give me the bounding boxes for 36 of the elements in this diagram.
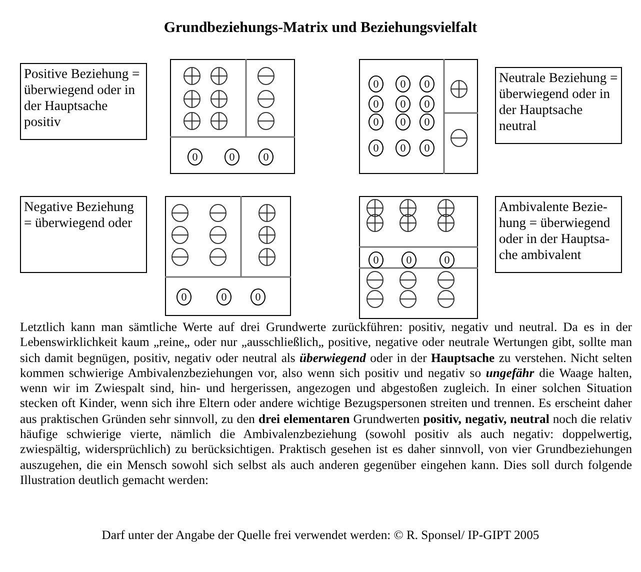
zero-symbol: 0 (420, 76, 434, 92)
matrix-box (359, 196, 478, 319)
text-box (20, 63, 147, 140)
description-text: Positive Beziehung = überwiegend oder in der Hauptsache positiv (24, 66, 141, 130)
zero-symbol: 0 (176, 288, 192, 306)
zero-symbol: 0 (440, 252, 454, 268)
zero-symbol: 0 (368, 114, 384, 130)
zero-symbol: 0 (396, 76, 410, 92)
zero-symbol: 0 (368, 96, 384, 112)
zero-symbol: 0 (224, 148, 240, 166)
zero-symbol: 0 (368, 76, 384, 92)
text-box (20, 196, 147, 273)
paragraph: Letztlich kann man sämtliche Werte auf drei Grundwerte zurückführen: positiv, negativ und neutral. Da es in der Lebenswirklichkeit kaum „reine„ oder nur „ausschließlich„ positive, negative oder neutrale Wertungen gibt, sollte man sich damit begnügen, positiv, negativ oder neutral als überwiegend oder in der Hauptsache zu verstehen. Nicht selten kommen schwierige Ambivalenzbeziehungen vor, also wenn sich positiv und negativ so ungefähr die Waage halten, wenn wir im Zwiespalt sind, hin- und hergerissen, angezogen und abgestoßen zugleich. In einer solchen Situation stecken oft Kinder, wenn sich ihre Eltern oder andere wichtige Bezugspersonen streiten und trennen. Es erscheint daher aus praktischen Gründen sehr sinnvoll, zu den drei elementaren Grundwerten positiv, negativ, neutral noch die relativ häufige schwierige vierte, nämlich die Ambivalenzbeziehung (sowohl positiv als auch negativ: doppelwertig, zwiespältig, widersprüchlich) zu berücksichtigen. Praktisch gesehen ist es daher sinnvoll, von vier Grundbeziehungen auszugehen, die ein Mensch sowohl sich selbst als auch anderen gegenüber eingehen kann. Dies soll durch folgende Illustration deutlich gemacht werden: (20, 320, 632, 488)
zero-symbol: 0 (396, 114, 410, 130)
zero-symbol: 0 (396, 140, 410, 156)
zero-symbol: 0 (188, 148, 202, 166)
zero-symbol: 0 (396, 96, 410, 112)
text-box (495, 196, 622, 273)
description-text: Ambivalente Bezie- hung = überwiegend oder in der Hauptsa- che ambivalent (499, 199, 612, 263)
title: Grundbeziehungs-Matrix und Beziehungsvielfalt (162, 20, 478, 37)
zero-symbol: 0 (420, 114, 434, 130)
description-text: Neutrale Beziehung = überwiegend oder in der Hauptsache neutral (499, 70, 618, 134)
matrix-box (359, 59, 478, 174)
text-box (495, 67, 622, 144)
zero-symbol: 0 (250, 288, 266, 306)
zero-symbol: 0 (258, 148, 274, 166)
matrix-box (165, 196, 291, 316)
zero-symbol: 0 (402, 252, 416, 268)
zero-symbol: 0 (420, 96, 434, 112)
zero-symbol: 0 (216, 288, 232, 306)
description-text: Negative Beziehung = überwiegend oder (24, 199, 135, 231)
zero-symbol: 0 (420, 140, 434, 156)
zero-symbol: 0 (368, 140, 384, 156)
matrix-box (170, 59, 295, 174)
caption: Darf unter der Angabe der Quelle frei verwendet werden: © R. Sponsel/ IP-GIPT 2005 (100, 528, 540, 543)
zero-symbol: 0 (368, 252, 384, 268)
